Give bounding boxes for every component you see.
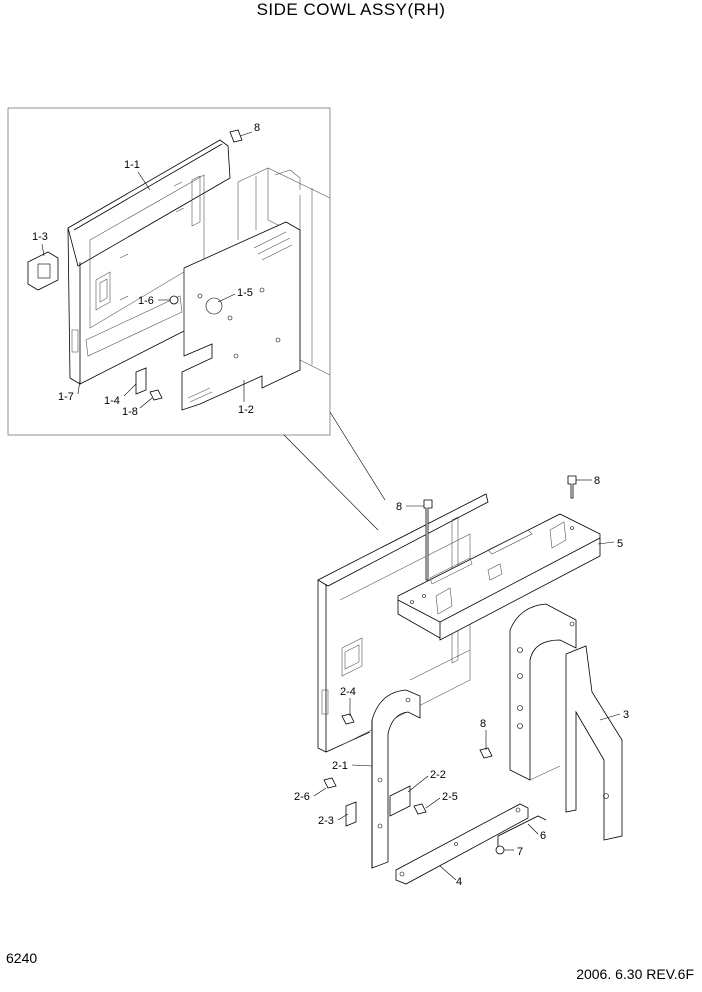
leader-2-3 xyxy=(337,813,349,821)
leader-4 xyxy=(439,865,457,881)
callout-8c: 8 xyxy=(594,475,600,487)
callout-1-6: 1-6 xyxy=(138,295,154,307)
page-title: SIDE COWL ASSY(RH) xyxy=(256,0,446,19)
callout-3: 3 xyxy=(623,709,629,721)
latch-1-4 xyxy=(135,367,147,395)
bracket-1-3 xyxy=(27,251,59,291)
bolt-1-8 xyxy=(149,389,163,401)
grommet-1-6 xyxy=(169,295,179,305)
leader-5 xyxy=(597,541,615,545)
detail-inset xyxy=(7,107,331,436)
callout-2-2: 2-2 xyxy=(430,769,446,781)
leader-1-3 xyxy=(41,243,45,257)
rod-6 xyxy=(497,815,547,850)
leader-8a xyxy=(239,131,253,137)
leader-2-2 xyxy=(407,775,429,793)
leader-2-6 xyxy=(313,787,327,797)
callout-8a: 8 xyxy=(254,122,260,134)
top-bracket-5 xyxy=(397,513,601,641)
leader-1-8 xyxy=(139,397,153,409)
inset-connector xyxy=(283,411,386,531)
bolt-8-detail xyxy=(229,129,243,143)
page-number: 6240 xyxy=(6,950,38,966)
callout-1-2: 1-2 xyxy=(238,404,254,416)
callout-8d: 8 xyxy=(480,718,486,730)
callout-8b: 8 xyxy=(396,501,402,513)
leader-1-5 xyxy=(217,293,236,303)
callout-labels: 1-1 1-3 8 1-6 1-5 1-7 1-4 1-8 1-2 8 8 5 … xyxy=(32,122,629,888)
callout-7: 7 xyxy=(517,846,523,858)
callout-1-8: 1-8 xyxy=(122,406,138,418)
leader-1-4 xyxy=(123,383,137,397)
detail-frame xyxy=(7,107,331,436)
callout-2-4: 2-4 xyxy=(340,686,356,698)
callout-6: 6 xyxy=(540,830,546,842)
frame-3 xyxy=(509,603,623,841)
callout-1-1: 1-1 xyxy=(124,159,140,171)
main-assembly xyxy=(313,475,623,885)
bolt-8-right xyxy=(479,747,493,759)
callout-1-3: 1-3 xyxy=(32,231,48,243)
callout-2-3: 2-3 xyxy=(318,815,334,827)
frame-2-1 xyxy=(371,689,421,869)
leader-2-1 xyxy=(351,764,373,767)
callout-1-7: 1-7 xyxy=(58,391,74,403)
bolt-2-5 xyxy=(413,803,427,815)
bolt-8-top-left xyxy=(423,499,433,581)
bolt-2-6 xyxy=(323,777,337,789)
panel-1-2 xyxy=(181,221,301,411)
callout-5: 5 xyxy=(617,538,623,550)
callout-4: 4 xyxy=(456,876,462,888)
revision-date: 2006. 6.30 REV.6F xyxy=(576,966,694,982)
leader-6 xyxy=(527,823,539,835)
plate-2-3 xyxy=(345,801,357,827)
callout-2-6: 2-6 xyxy=(294,791,310,803)
leader-3 xyxy=(599,713,621,721)
bar-4 xyxy=(395,803,529,885)
nut-7 xyxy=(495,845,505,855)
bolt-8-top-right xyxy=(567,475,577,499)
plate-2-2 xyxy=(389,785,411,817)
leader-1-1 xyxy=(137,171,151,191)
callout-1-4: 1-4 xyxy=(104,395,120,407)
leader-1-7 xyxy=(77,379,81,395)
leader-2-5 xyxy=(425,797,441,809)
callout-2-5: 2-5 xyxy=(442,791,458,803)
callout-2-1: 2-1 xyxy=(332,760,348,772)
callout-1-5: 1-5 xyxy=(237,287,253,299)
bolt-2-4 xyxy=(341,713,355,725)
